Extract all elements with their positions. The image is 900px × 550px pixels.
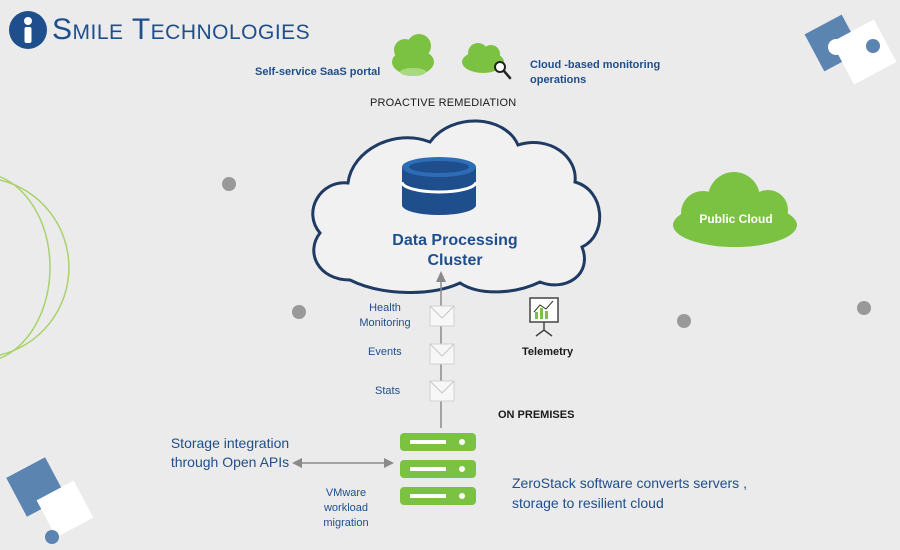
storage-link-arrow (292, 458, 394, 468)
telemetry-chart-icon (529, 297, 559, 337)
monitoring-cloud-icon (462, 43, 504, 73)
envelope-icon (429, 380, 455, 402)
envelope-icon (429, 343, 455, 365)
logo-i-icon (9, 11, 47, 49)
events-label: Events (368, 346, 402, 358)
decor-arcs (0, 175, 70, 360)
database-icon (400, 157, 478, 215)
server-rack-icon (400, 433, 476, 505)
envelope-icon (429, 305, 455, 327)
proactive-remediation-label: PROACTIVE REMEDIATION (370, 97, 517, 109)
zerostack-label: ZeroStack software converts servers , st… (512, 475, 747, 511)
storage-integration-label: Storage integration through Open APIs (170, 435, 290, 470)
vmware-migration-label: VMware workload migration (323, 487, 369, 529)
decor-squares-bottom-left (6, 457, 94, 544)
on-premises-label: ON PREMISES (498, 409, 575, 421)
monitoring-label: Cloud -based monitoring operations (530, 59, 661, 86)
decor-dots (222, 177, 871, 328)
company-logo: Smile Technologies (8, 6, 310, 54)
saas-portal-label: Self-service SaaS portal (255, 66, 381, 78)
stats-label: Stats (375, 385, 401, 397)
cluster-label: Data Processing Cluster (392, 232, 518, 269)
health-monitoring-label: Health Monitoring (359, 302, 411, 329)
search-icon (494, 61, 512, 80)
public-cloud-label: Public Cloud (699, 212, 773, 226)
decor-squares-top-right (804, 14, 897, 85)
telemetry-label: Telemetry (522, 346, 574, 358)
public-cloud-shape (673, 172, 797, 247)
logo-text: Smile Technologies (52, 13, 311, 46)
saas-cloud-icon (392, 34, 434, 76)
